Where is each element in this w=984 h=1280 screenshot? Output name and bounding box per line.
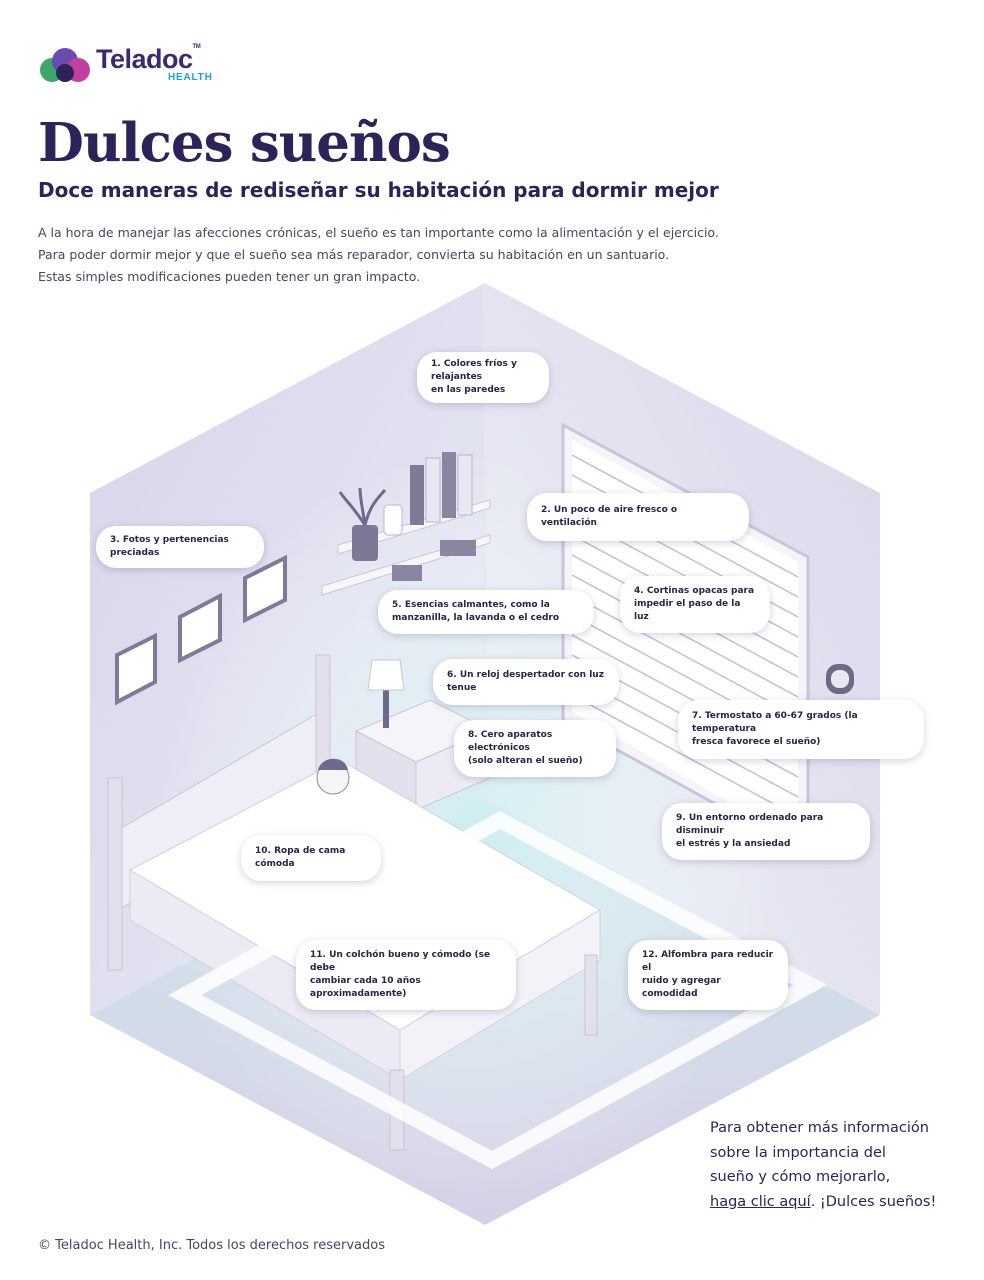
teladoc-logo: TeladocTM HEALTH [38,44,218,88]
logo-trademark: TM [192,44,201,50]
more-info: Para obtener más información sobre la im… [710,1116,960,1214]
page-title: Dulces sueños [38,112,451,174]
copyright-footer: © Teladoc Health, Inc. Todos los derecho… [38,1238,385,1253]
more-info-line: sueño y cómo mejorarlo, [710,1169,891,1185]
closing-text: . ¡Dulces sueños! [810,1193,937,1210]
logo-wordmark: Teladoc [96,44,193,74]
click-here-link[interactable]: haga clic aquí [710,1193,811,1210]
logo-health-label: HEALTH [168,72,213,83]
teladoc-logo-icon [40,48,90,82]
tip-2-fresh-air: 2. Un poco de aire fresco o ventilación [527,493,749,541]
tip-10-bedding: 10. Ropa de cama cómoda [241,835,381,881]
intro-paragraph: A la hora de manejar las afecciones crón… [38,222,798,288]
shelves [321,452,491,596]
tip-6-alarm-clock: 6. Un reloj despertador con luz tenue [433,659,619,705]
intro-line: A la hora de manejar las afecciones crón… [38,225,719,240]
picture-frames [115,554,287,706]
thermostat [826,664,854,694]
rug [168,810,827,1170]
page-subtitle: Doce maneras de rediseñar su habitación … [38,178,719,202]
intro-line: Para poder dormir mejor y que el sueño s… [38,247,670,262]
more-info-line: sobre la importancia del [710,1144,886,1161]
tip-7-thermostat: 7. Termostato a 60-67 grados (la tempera… [678,700,924,759]
intro-line: Estas simples modificaciones pueden tene… [38,269,421,284]
more-info-line: Para obtener más información [710,1120,929,1136]
tip-8-no-electronics: 8. Cero aparatos electrónicos(solo alter… [454,720,616,777]
